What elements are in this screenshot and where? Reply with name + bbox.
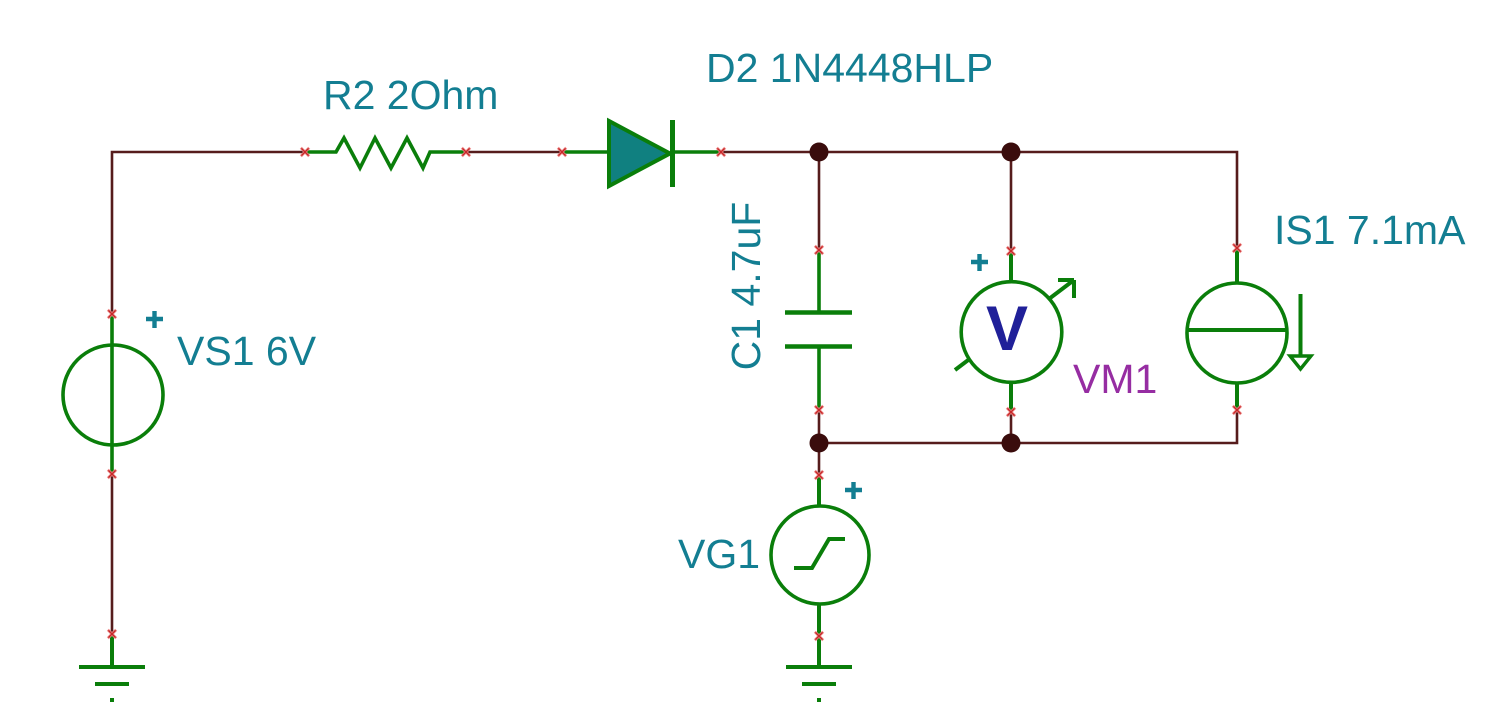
svg-text:R2 2Ohm: R2 2Ohm — [323, 72, 498, 118]
svg-text:VS1 6V: VS1 6V — [177, 328, 317, 374]
svg-text:IS1 7.1mA: IS1 7.1mA — [1274, 207, 1466, 253]
svg-text:VG1: VG1 — [678, 531, 760, 577]
svg-text:VM1: VM1 — [1073, 356, 1157, 402]
svg-text:C1 4.7uF: C1 4.7uF — [723, 202, 769, 371]
svg-text:V: V — [986, 294, 1028, 364]
svg-text:D2 1N4448HLP: D2 1N4448HLP — [706, 45, 993, 91]
